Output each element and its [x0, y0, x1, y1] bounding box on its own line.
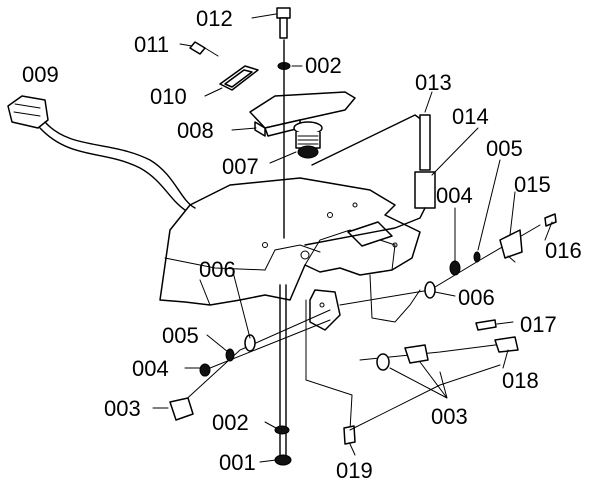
label-016: 016	[545, 238, 582, 263]
label-002-top: 002	[305, 53, 342, 78]
label-003-left: 003	[104, 396, 141, 421]
right-shaft-parts	[339, 213, 557, 306]
label-002-bottom: 002	[212, 410, 249, 435]
spring-boot-007	[293, 121, 323, 159]
label-009: 009	[22, 62, 59, 87]
label-006-right: 006	[458, 285, 495, 310]
left-shaft-parts	[169, 309, 331, 421]
label-018: 018	[502, 368, 539, 393]
connector-009	[7, 95, 196, 211]
label-019: 019	[336, 458, 373, 483]
lower-linkage	[343, 319, 519, 445]
label-012: 012	[196, 6, 233, 31]
label-005-right: 005	[486, 136, 523, 161]
label-017: 017	[520, 312, 557, 337]
vertical-rods	[274, 39, 353, 466]
label-010: 010	[150, 84, 187, 109]
label-008: 008	[177, 118, 214, 143]
mounting-plate	[159, 177, 421, 331]
label-004-right: 004	[436, 183, 473, 208]
cable-013-014	[304, 114, 436, 246]
label-013: 013	[415, 70, 452, 95]
part-labels: 012 011 002 009 010 013 014 008 005 007 …	[22, 6, 582, 483]
label-001: 001	[219, 450, 256, 475]
label-011: 011	[134, 32, 169, 57]
label-007: 007	[222, 154, 259, 179]
label-003-right: 003	[431, 404, 468, 429]
label-004-left: 004	[132, 356, 169, 381]
label-006-left: 006	[199, 257, 236, 282]
label-014: 014	[452, 104, 489, 129]
label-015: 015	[514, 172, 551, 197]
label-005-left: 005	[162, 323, 199, 348]
leader-lines	[152, 13, 553, 463]
